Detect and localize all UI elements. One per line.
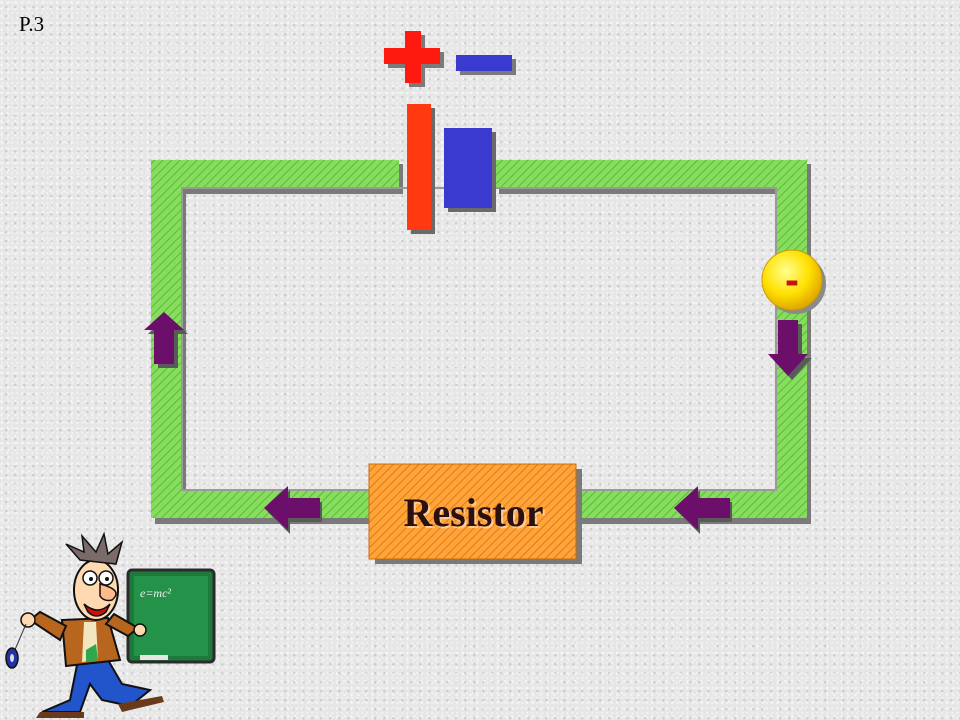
electron-icon <box>761 249 826 314</box>
wire-bottom-left <box>151 490 369 518</box>
arrow-down-icon <box>768 320 812 380</box>
battery-positive-plate <box>407 104 435 234</box>
arrow-left-icon <box>674 486 732 534</box>
chalkboard-text: e=mc² <box>140 586 171 600</box>
arrow-up-icon <box>144 312 188 368</box>
resistor <box>368 463 582 564</box>
wire-top-right <box>495 160 807 188</box>
wire-top-left <box>151 160 399 188</box>
chalkboard: e=mc² <box>126 568 216 664</box>
page-number: P.3 <box>19 12 45 36</box>
battery-negative-plate <box>444 128 496 212</box>
plus-sign-icon <box>384 31 444 87</box>
battery <box>384 31 516 234</box>
yoyo-icon <box>5 647 19 669</box>
arrow-left-icon <box>264 486 322 534</box>
teacher-illustration: e=mc² <box>5 531 216 718</box>
minus-sign-icon <box>456 55 516 75</box>
